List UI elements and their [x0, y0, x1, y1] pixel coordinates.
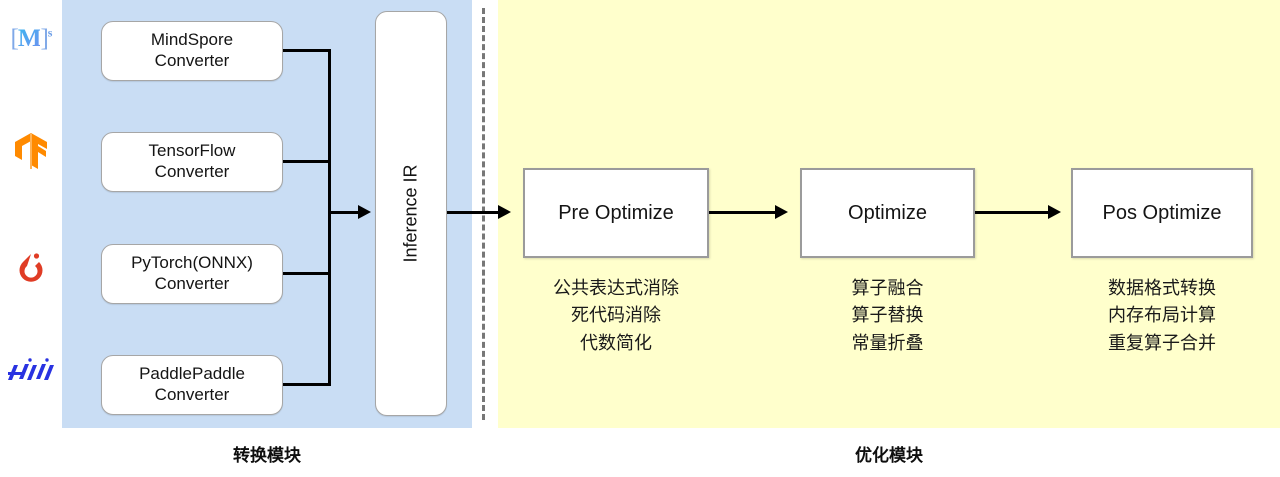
arrowhead-to-pre-optimize — [498, 205, 511, 219]
stage-note-item: 数据格式转换 — [1108, 278, 1216, 298]
stage-note-item: 算子替换 — [851, 305, 924, 326]
stage-notes-pos-optimize: 数据格式转换 内存布局计算 重复算子合并 — [1071, 275, 1253, 357]
connector-paddlepaddle — [283, 383, 331, 386]
mindspore-superscript-s: s — [47, 25, 53, 40]
stage-note-item: 公共表达式消除 — [553, 278, 679, 298]
arrow-bus-to-ir — [331, 211, 361, 214]
inference-ir-box[interactable]: Inference IR — [375, 11, 447, 416]
stage-box-pos-optimize[interactable]: Pos Optimize — [1071, 168, 1253, 258]
stage-box-optimize[interactable]: Optimize — [800, 168, 975, 258]
stage-note-item: 内存布局计算 — [1108, 305, 1216, 326]
stage-note-item: 代数简化 — [580, 332, 652, 353]
arrowhead-to-ir — [358, 205, 371, 219]
connector-mindspore — [283, 49, 331, 52]
converter-label: PyTorch(ONNX)Converter — [131, 253, 253, 293]
stage-note-item: 重复算子合并 — [1108, 332, 1216, 353]
caption-optimization-module: 优化模块 — [855, 446, 923, 465]
arrowhead-to-pos-optimize — [1048, 205, 1061, 219]
stage-notes-optimize: 算子融合 算子替换 常量折叠 — [800, 275, 975, 357]
converter-bus-line — [328, 49, 331, 386]
mindspore-logo: [M]s — [0, 26, 62, 51]
connector-tensorflow — [283, 160, 331, 163]
arrow-ir-to-pre-optimize — [447, 211, 503, 214]
arrow-optimize-to-pos-optimize — [975, 211, 1053, 214]
stage-notes-pre-optimize: 公共表达式消除 死代码消除 代数简化 — [523, 275, 709, 357]
stage-label: Pre Optimize — [558, 201, 674, 224]
mindspore-bracket-right: ] — [40, 25, 48, 52]
stage-label: Optimize — [848, 201, 927, 224]
stage-box-pre-optimize[interactable]: Pre Optimize — [523, 168, 709, 258]
paddlepaddle-logo — [0, 356, 62, 389]
caption-conversion-module: 转换模块 — [233, 446, 301, 465]
arrowhead-to-optimize — [775, 205, 788, 219]
stage-note-item: 算子融合 — [851, 278, 924, 298]
pytorch-logo — [0, 246, 62, 291]
stage-note-item: 常量折叠 — [851, 332, 924, 353]
arrow-pre-optimize-to-optimize — [709, 211, 781, 214]
connector-pytorch — [283, 272, 331, 275]
converter-box-pytorch-onnx[interactable]: PyTorch(ONNX)Converter — [101, 244, 283, 304]
tensorflow-logo — [0, 132, 62, 175]
module-divider — [482, 8, 485, 420]
stage-note-item: 死代码消除 — [571, 305, 661, 326]
mindspore-bracket-left: [ — [10, 25, 19, 52]
stage-label: Pos Optimize — [1102, 201, 1222, 224]
mindspore-letter-m: M — [17, 25, 42, 52]
inference-ir-label: Inference IR — [400, 164, 421, 263]
